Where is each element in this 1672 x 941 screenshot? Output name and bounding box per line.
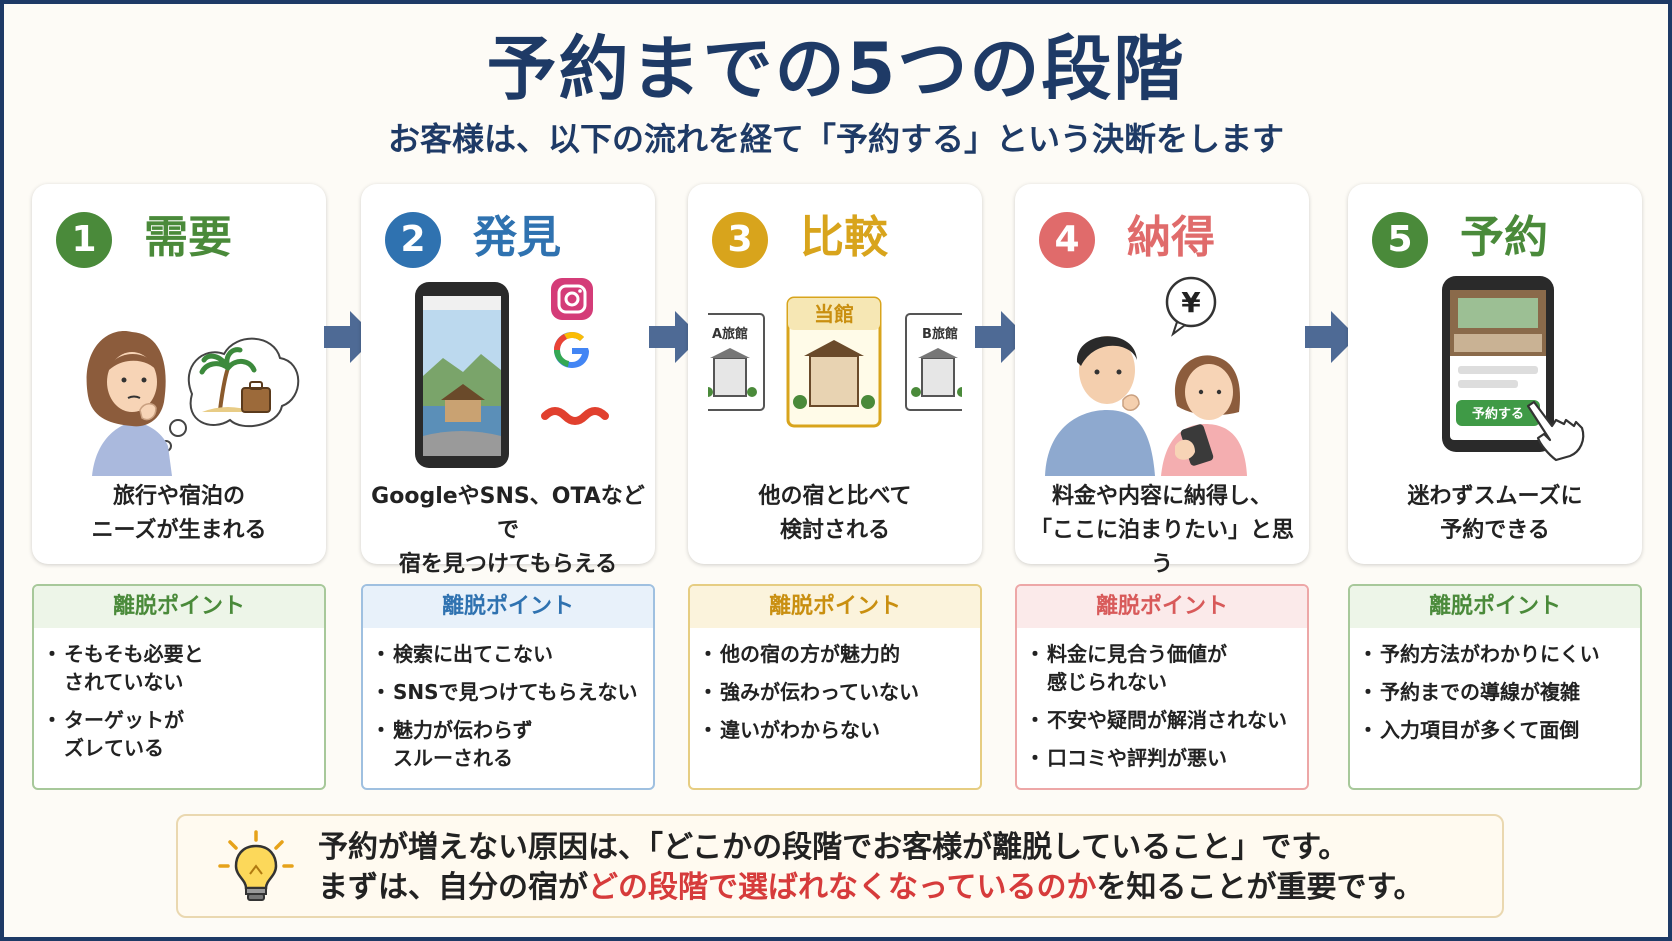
inn-label-a: A旅館 — [712, 326, 748, 342]
dropout-item: SNSで見つけてもらえない — [371, 678, 643, 706]
summary-line-1: 予約が増えない原因は、「どこかの段階でお客様が離脱していること」です。 — [318, 830, 1349, 865]
man-body-icon — [1045, 410, 1155, 476]
stage-description: 迷わずスムーズに 予約できる — [1407, 484, 1583, 543]
dropout-list: 予約方法がわかりにくい 予約までの導線が複雑 入力項目が多くて面倒 — [1350, 628, 1640, 744]
stage-card-demand: 1 需要 旅行や宿泊の ニーズが生まれる — [32, 184, 326, 564]
dropout-box-booking: 離脱ポイント 予約方法がわかりにくい 予約までの導線が複雑 入力項目が多くて面倒 — [1348, 584, 1642, 790]
stage-description: GoogleやSNS、OTAなどで 宿を見つけてもらえる — [371, 484, 645, 577]
yen-icon: ¥ — [1181, 286, 1201, 319]
inn-label-b: B旅館 — [922, 326, 958, 342]
dropout-box-comparison: 離脱ポイント 他の宿の方が魅力的 強みが伝わっていない 違いがわからない — [688, 584, 982, 790]
palm-leaves-icon — [199, 347, 257, 375]
instagram-icon — [551, 278, 593, 320]
thought-cloud-icon — [187, 337, 300, 428]
woman-body-icon — [92, 422, 172, 476]
smartphone-booking-illustration: 予約する — [1442, 276, 1585, 462]
dropout-title: 離脱ポイント — [690, 586, 980, 628]
stage-number-badge: 2 — [385, 212, 441, 268]
summary-line-2: まずは、自分の宿がどの段階で選ばれなくなっているのかを知ることが重要です。 — [318, 870, 1424, 905]
dropout-item: 検索に出てこない — [371, 640, 643, 668]
dropout-item: 不安や疑問が解消されない — [1025, 706, 1297, 734]
building-icon — [921, 357, 955, 397]
google-icon — [554, 332, 589, 368]
page-title: 予約までの5つの段階 — [486, 28, 1186, 110]
dropout-list: 他の宿の方が魅力的 強みが伝わっていない 違いがわからない — [690, 628, 980, 744]
stage-name: 予約 — [1460, 212, 1548, 263]
couple-with-phone-illustration: ¥ — [1045, 276, 1247, 476]
building-icon — [713, 357, 747, 397]
page-subtitle: お客様は、以下の流れを経て「予約する」という決断をします — [387, 120, 1284, 158]
dropout-item: 他の宿の方が魅力的 — [698, 640, 970, 668]
thought-dot-icon — [169, 419, 187, 437]
stage-card-booking: 5 予約 予約する 迷わずスムーズに 予約できる — [1348, 184, 1642, 564]
dropout-item: 口コミや評判が悪い — [1025, 744, 1297, 772]
thinking-woman-illustration — [86, 331, 300, 476]
hand-on-chin-icon — [1122, 394, 1140, 411]
ota-logo-icon — [541, 407, 609, 425]
stage-description: 他の宿と比べて 検討される — [758, 484, 912, 543]
pointing-hand-icon — [1526, 400, 1585, 462]
speech-bubble-icon — [1165, 276, 1217, 328]
dropout-title: 離脱ポイント — [1017, 586, 1307, 628]
woman-face-icon — [1185, 364, 1233, 420]
dropout-item: 入力項目が多くて面倒 — [1358, 716, 1630, 744]
dropout-item: 強みが伝わっていない — [698, 678, 970, 706]
dropout-box-discovery: 離脱ポイント 検索に出てこない SNSで見つけてもらえない 魅力が伝わらずスルー… — [361, 584, 655, 790]
stage-number-badge: 3 — [712, 212, 768, 268]
dropout-title: 離脱ポイント — [1350, 586, 1640, 628]
stage-description: 料金や内容に納得し、 「ここに泊まりたい」と思う — [1029, 484, 1294, 577]
inn-roof-icon — [441, 384, 485, 400]
dropout-item: 予約方法がわかりにくい — [1358, 640, 1630, 668]
inn-building-icon — [445, 400, 481, 422]
dropout-item: 違いがわからない — [698, 716, 970, 744]
inn-comparison-illustration: A旅館 当館 B旅館 — [708, 296, 962, 428]
suitcase-icon — [241, 387, 271, 413]
man-hair-icon — [1076, 336, 1137, 366]
stage-name: 需要 — [144, 212, 232, 263]
stage-card-conviction: 4 納得 ¥ 料金や内容に納得し、 「ここに泊まりたい」と思う — [1015, 184, 1309, 577]
stage-name: 納得 — [1127, 212, 1215, 263]
inn-label-ours: 当館 — [814, 302, 854, 326]
stage-name: 比較 — [800, 212, 888, 263]
dropout-title: 離脱ポイント — [34, 586, 324, 628]
summary-highlight: どの段階で選ばれなくなっているのか — [588, 870, 1097, 905]
summary-text: 予約が増えない原因は、「どこかの段階でお客様が離脱していること」です。 まずは、… — [318, 828, 1424, 908]
building-icon — [809, 355, 859, 407]
stage-number-badge: 1 — [56, 212, 112, 268]
reserve-button-icon — [1456, 400, 1540, 426]
stage-card-discovery: 2 発見 GoogleやS — [361, 184, 655, 577]
arrow-right-icon — [975, 311, 1027, 363]
stage-name: 発見 — [473, 212, 561, 263]
lightbulb-icon — [218, 830, 294, 901]
stage-description: 旅行や宿泊の ニーズが生まれる — [91, 484, 267, 543]
summary-note: 予約が増えない原因は、「どこかの段階でお客様が離脱していること」です。 まずは、… — [176, 814, 1504, 918]
arrow-right-icon — [1305, 311, 1357, 363]
dropout-item: 予約までの導線が複雑 — [1358, 678, 1630, 706]
reserve-button-label: 予約する — [1472, 406, 1524, 422]
smartphone-search-illustration — [415, 278, 609, 468]
woman-face-icon — [107, 352, 157, 412]
dropout-title: 離脱ポイント — [363, 586, 653, 628]
palm-tree-icon — [218, 367, 230, 411]
hand-on-chin-icon — [139, 403, 157, 421]
stage-number-badge: 5 — [1372, 212, 1428, 268]
man-face-icon — [1079, 336, 1135, 404]
stage-card-comparison: 3 比較 A旅館 当館 B旅館 他の宿と比べて 検討される — [688, 184, 982, 564]
stage-number-badge: 4 — [1039, 212, 1095, 268]
